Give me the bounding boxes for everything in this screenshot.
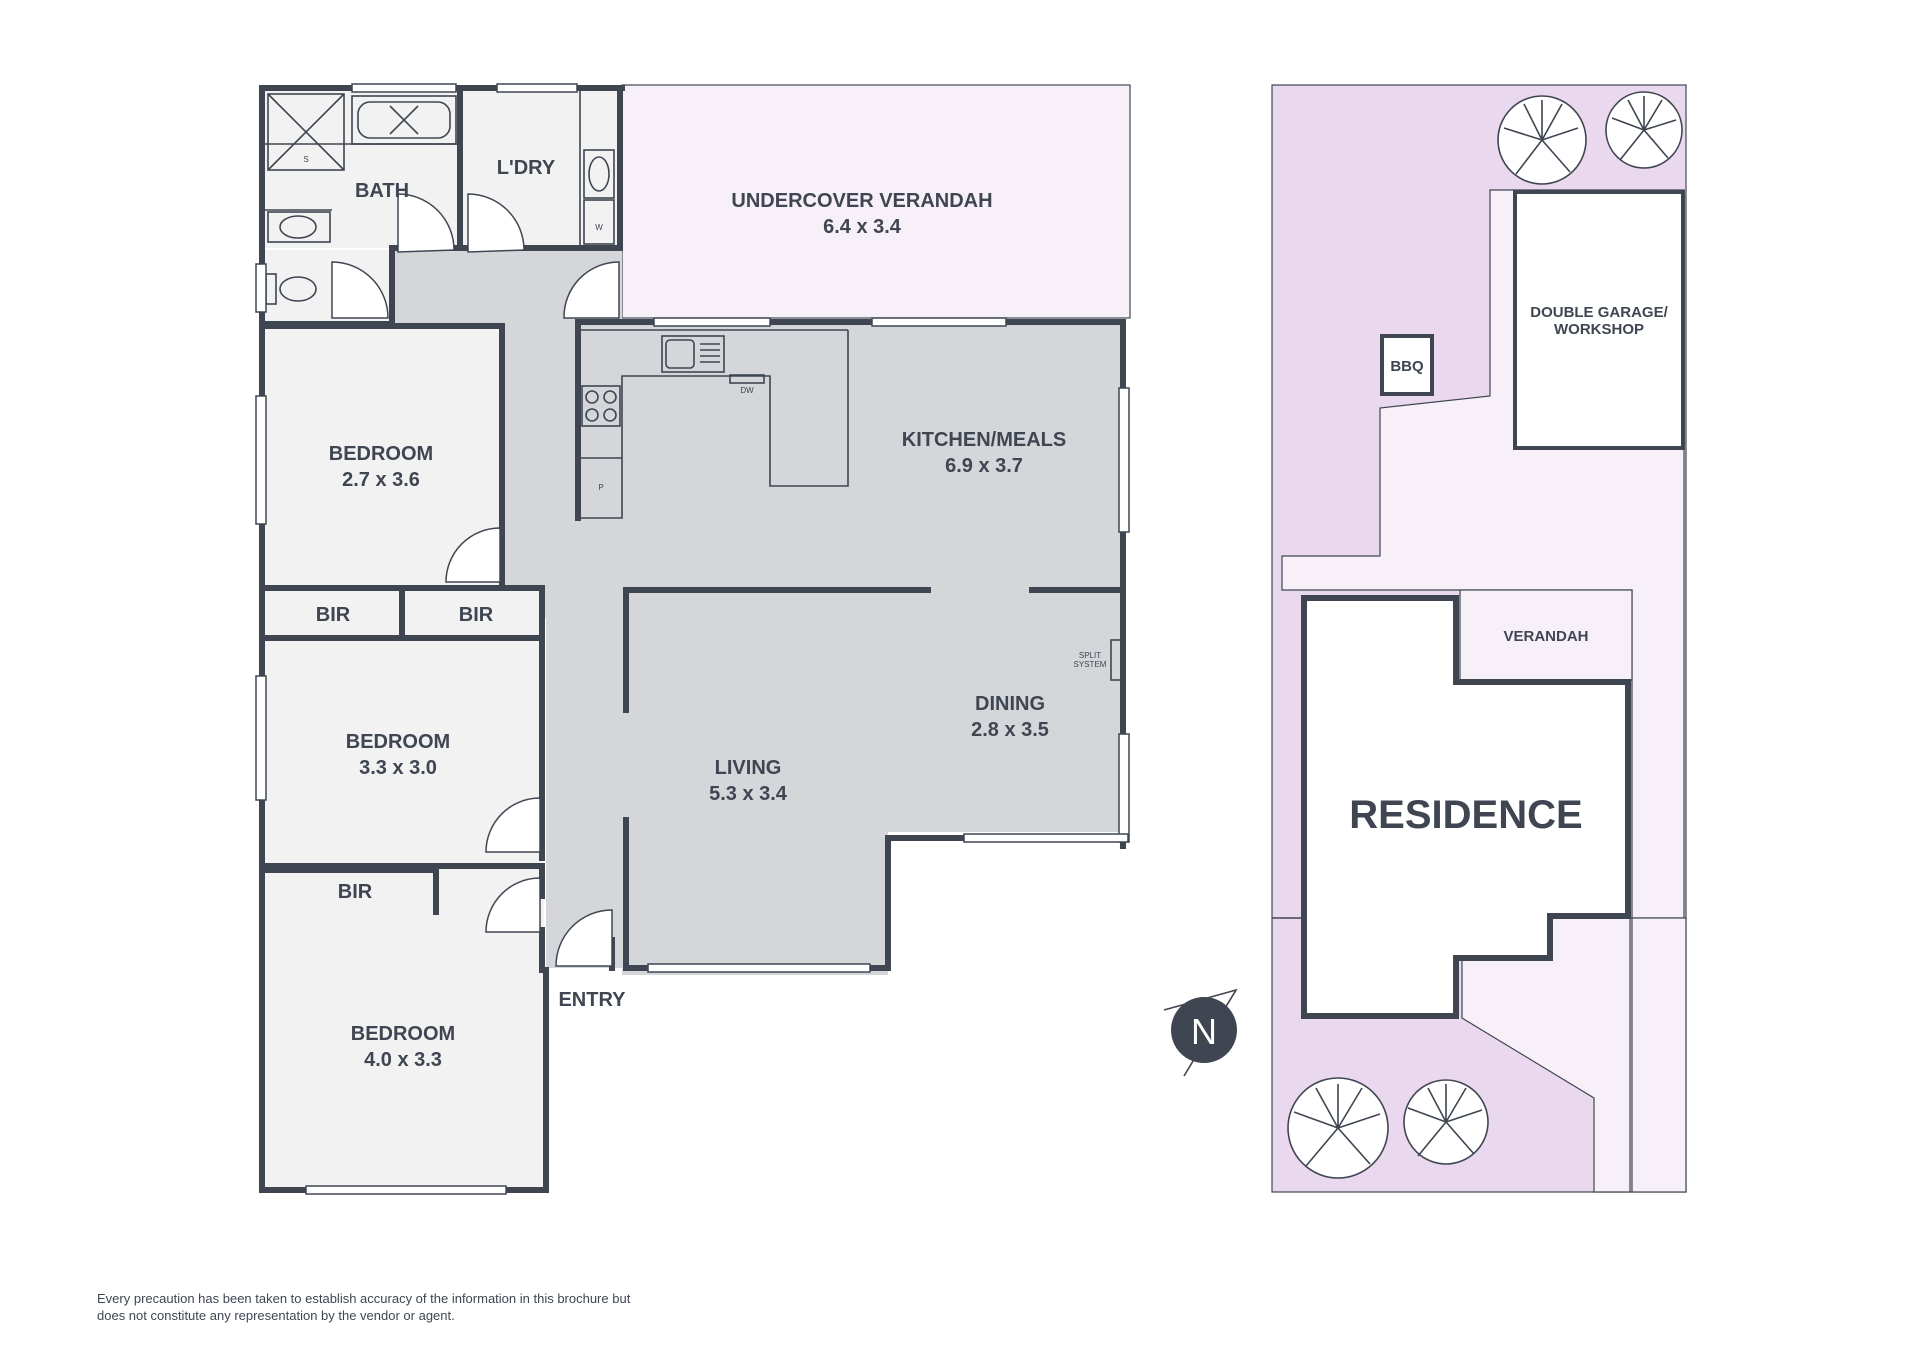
kitchen-sink (661, 335, 725, 373)
bbq (1380, 334, 1434, 396)
split-label-2: SYSTEM (1074, 660, 1107, 669)
laundry-label: L'DRY (497, 157, 556, 179)
window (496, 83, 578, 93)
window (653, 317, 771, 327)
bedroom1-size: 2.7 x 3.6 (342, 469, 420, 491)
disclaimer: Every precaution has been taken to estab… (97, 1291, 631, 1323)
site-verandah (1459, 589, 1633, 681)
laundry-tub (583, 149, 615, 199)
bir1-label: BIR (316, 604, 351, 626)
garage-label-2: WORKSHOP (1554, 321, 1644, 338)
toilet (279, 276, 317, 302)
bedroom2-label: BEDROOM (346, 731, 450, 753)
bedroom3-label: BEDROOM (351, 1023, 455, 1045)
bir2-label: BIR (459, 604, 494, 626)
tree-icon (1497, 95, 1587, 185)
tree-icon (1605, 91, 1683, 169)
main-floor (392, 250, 1123, 975)
kitchen-label: KITCHEN/MEALS (902, 429, 1066, 451)
garage (1513, 190, 1685, 450)
bedroom2-size: 3.3 x 3.0 (359, 757, 437, 779)
living-label: LIVING (715, 757, 782, 779)
compass-letter: N (1191, 1011, 1217, 1052)
vanity (267, 211, 331, 243)
window (1118, 387, 1130, 533)
door (485, 877, 541, 933)
window (351, 83, 457, 93)
window (647, 963, 871, 973)
tree-icon (1403, 1079, 1489, 1165)
shower-label: S (303, 155, 308, 164)
kitchen-size: 6.9 x 3.7 (945, 455, 1023, 477)
split-label-1: SPLIT (1079, 651, 1101, 660)
living-size: 5.3 x 3.4 (709, 783, 788, 805)
window (1118, 733, 1130, 843)
door (563, 261, 620, 319)
residence-label: RESIDENCE (1349, 793, 1582, 837)
shower (267, 93, 345, 171)
bath-label: BATH (355, 180, 409, 202)
dishwasher (729, 374, 765, 384)
verandah-size: 6.4 x 3.4 (823, 216, 902, 238)
cooktop (581, 385, 621, 427)
compass: N (1163, 988, 1238, 1077)
washer-label: W (595, 223, 603, 232)
washer (583, 199, 615, 245)
window (305, 1185, 507, 1195)
window (871, 317, 1007, 327)
window (255, 675, 267, 801)
dining-label: DINING (975, 693, 1045, 715)
pantry-label: P (598, 483, 603, 492)
door (397, 193, 455, 253)
tree-icon (1287, 1077, 1389, 1179)
garage-label-1: DOUBLE GARAGE/ (1530, 304, 1668, 321)
door (445, 527, 501, 583)
site-verandah-label: VERANDAH (1503, 628, 1588, 645)
site-plan: DOUBLE GARAGE/ WORKSHOP BBQ VERANDAH RES… (1271, 84, 1687, 1193)
window (255, 395, 267, 525)
door (331, 261, 389, 319)
window (963, 833, 1129, 843)
residence (1301, 595, 1631, 1019)
door (485, 797, 541, 853)
bbq-label: BBQ (1390, 358, 1424, 375)
entry-label: ENTRY (558, 989, 626, 1011)
bir3-label: BIR (338, 881, 373, 903)
verandah-label: UNDERCOVER VERANDAH (731, 190, 992, 212)
dishwasher-label: DW (740, 386, 754, 395)
bedroom1-label: BEDROOM (329, 443, 433, 465)
bedroom3-size: 4.0 x 3.3 (364, 1049, 442, 1071)
verandah-floor (621, 84, 1131, 319)
door (467, 193, 525, 253)
kitchen-bench (579, 322, 849, 519)
dining-size: 2.8 x 3.5 (971, 719, 1049, 741)
entry-door (555, 909, 613, 967)
window (255, 263, 267, 313)
